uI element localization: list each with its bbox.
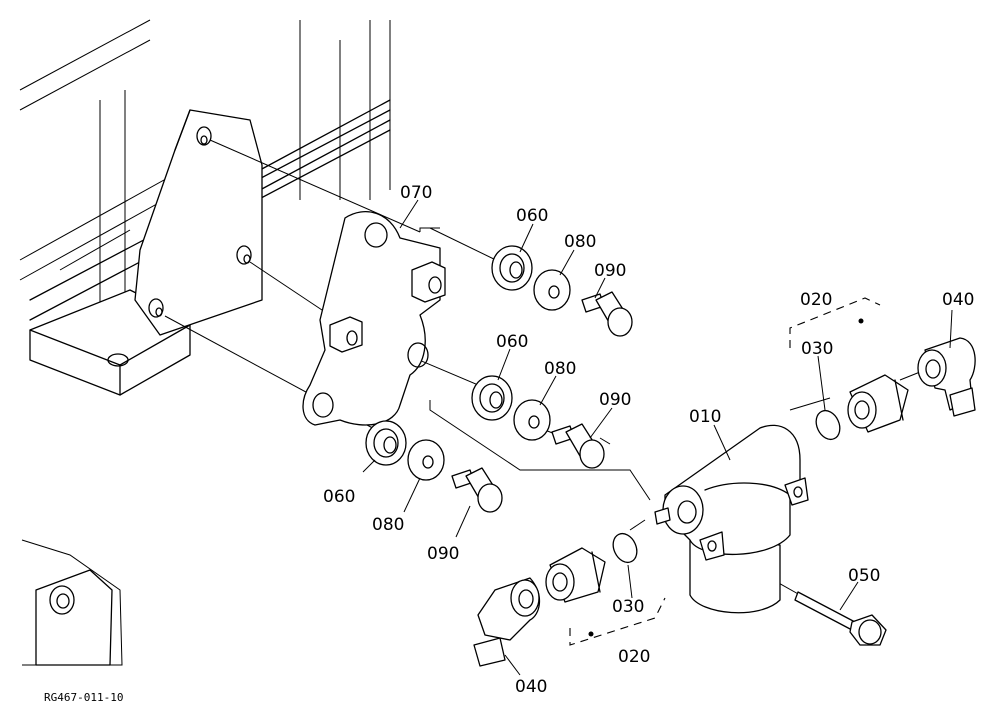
callout-030-top: 030	[801, 339, 833, 359]
callout-030-bottom: 030	[612, 597, 644, 617]
callout-020-bottom: 020	[618, 647, 650, 667]
leader-lines	[362, 199, 953, 676]
frame-mounting-plate	[134, 109, 263, 336]
adapter-020-bottom	[545, 547, 606, 603]
callout-090-b: 090	[599, 390, 631, 410]
bracket-070	[302, 210, 446, 426]
washer-080-c	[407, 439, 445, 481]
callout-070: 070	[400, 183, 432, 203]
bolt-090-a	[581, 291, 633, 337]
callout-010: 010	[689, 407, 721, 427]
elbow-040-bottom	[473, 577, 541, 667]
group-bracket-020-bottom	[569, 597, 666, 646]
group-bracket-020-top	[789, 297, 881, 348]
callout-020-top: 020	[800, 290, 832, 310]
damper-060-b	[471, 375, 513, 421]
callout-040-top: 040	[942, 290, 974, 310]
o-ring-030-top	[815, 409, 841, 441]
filter-body-010	[654, 424, 809, 614]
partial-view-bottom-left	[21, 539, 123, 666]
o-ring-030-bottom	[612, 532, 638, 564]
adapter-020-top	[847, 374, 909, 433]
callout-060-c: 060	[323, 487, 355, 507]
bolt-090-b	[551, 423, 605, 469]
bolt-050	[794, 591, 887, 646]
washer-080-a	[533, 269, 571, 311]
callout-080-c: 080	[372, 515, 404, 535]
callout-090-a: 090	[594, 261, 626, 281]
callout-050: 050	[848, 566, 880, 586]
figure-code: RG467-011-10	[44, 691, 123, 704]
callout-040-bottom: 040	[515, 677, 547, 697]
callout-080-a: 080	[564, 232, 596, 252]
damper-060-a	[491, 245, 533, 291]
callout-060-a: 060	[516, 206, 548, 226]
callout-labels: 070 060 080 090 060 080 090 010 020 030 …	[323, 183, 974, 697]
callout-060-b: 060	[496, 332, 528, 352]
washer-080-b	[513, 399, 551, 441]
elbow-040-top	[917, 337, 976, 417]
callout-080-b: 080	[544, 359, 576, 379]
bolt-090-c	[451, 467, 503, 513]
damper-060-c	[365, 420, 407, 466]
callout-090-c: 090	[427, 544, 459, 564]
